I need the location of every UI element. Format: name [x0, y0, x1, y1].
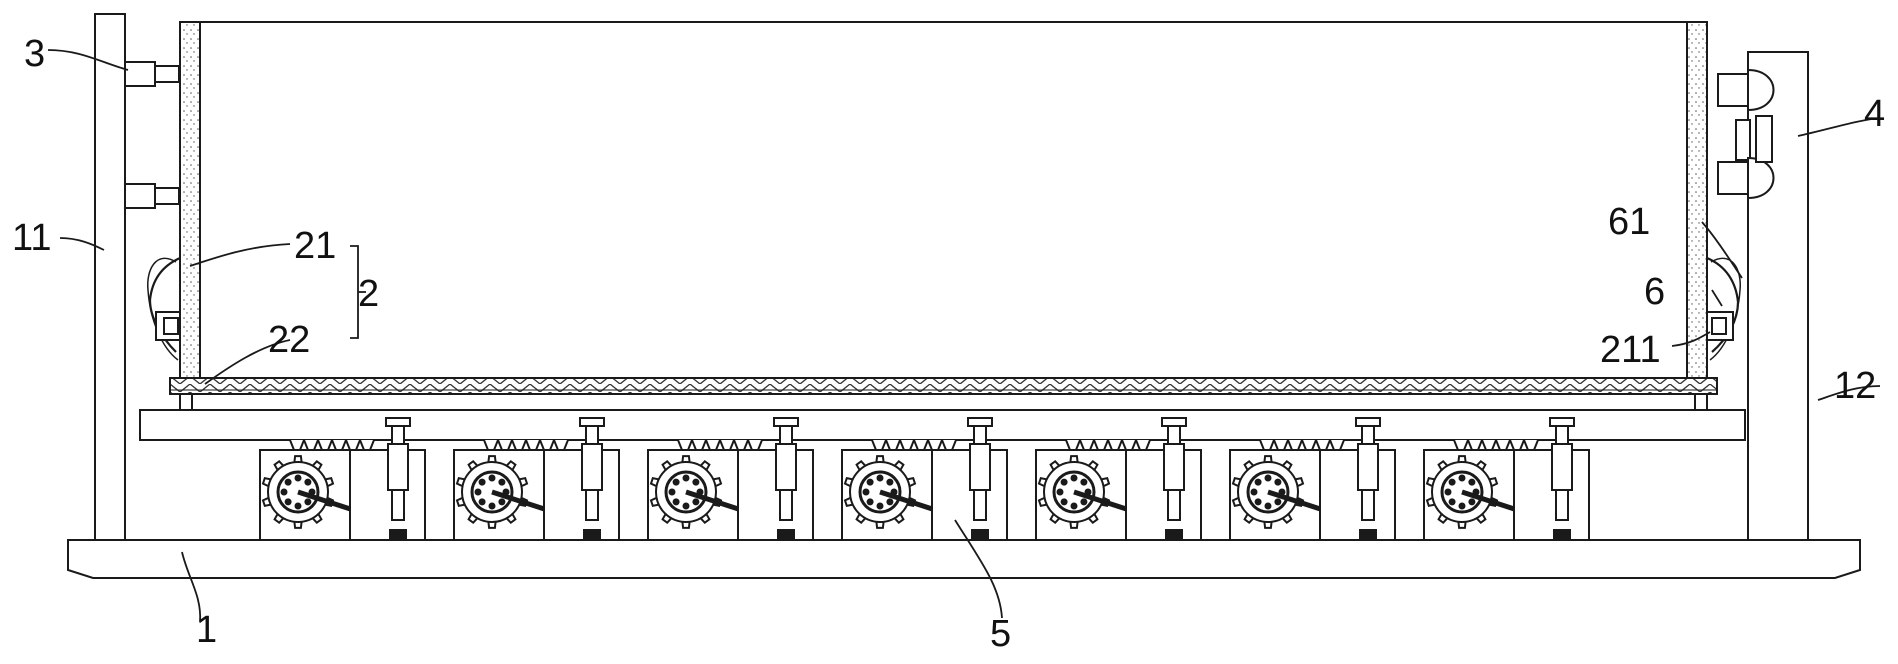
- rack-teeth: [871, 439, 957, 451]
- label-211: 211: [1600, 329, 1661, 371]
- left-bracket: [124, 61, 180, 209]
- rack-teeth: [1259, 439, 1345, 451]
- side-wall-left: [179, 21, 201, 379]
- left-post: [94, 13, 126, 541]
- rack-beam: [139, 409, 1746, 441]
- base-plate: [67, 539, 1861, 579]
- drive-unit: [259, 417, 426, 541]
- label-3: 3: [24, 33, 45, 75]
- label-1: 1: [196, 609, 217, 651]
- drive-unit: [647, 417, 814, 541]
- drive-unit: [1229, 417, 1396, 541]
- cylinder: [581, 443, 603, 491]
- container-body: [179, 21, 1708, 379]
- drive-unit: [453, 417, 620, 541]
- right-bracket: [1717, 68, 1775, 200]
- label-12: 12: [1834, 365, 1876, 407]
- label-61: 61: [1608, 201, 1650, 243]
- bottom-plate: [169, 377, 1718, 395]
- drive-unit: [841, 417, 1008, 541]
- rack-teeth: [483, 439, 569, 451]
- cylinder: [1551, 443, 1573, 491]
- label-6: 6: [1644, 271, 1665, 313]
- label-21: 21: [294, 225, 336, 267]
- label-5: 5: [990, 613, 1011, 655]
- label-11: 11: [12, 217, 51, 259]
- drive-unit: [1035, 417, 1202, 541]
- leader-lines: [47, 49, 1881, 623]
- cylinder: [969, 443, 991, 491]
- side-wall-right: [1686, 21, 1708, 379]
- rack-teeth: [1453, 439, 1539, 451]
- cylinder: [387, 443, 409, 491]
- cylinder: [1163, 443, 1185, 491]
- rack-teeth: [677, 439, 763, 451]
- label-4: 4: [1864, 93, 1885, 135]
- drive-unit: [1423, 417, 1590, 541]
- label-2: 2: [358, 273, 379, 315]
- label-22: 22: [268, 319, 310, 361]
- cylinder: [775, 443, 797, 491]
- rack-teeth: [289, 439, 375, 451]
- rack-teeth: [1065, 439, 1151, 451]
- cylinder: [1357, 443, 1379, 491]
